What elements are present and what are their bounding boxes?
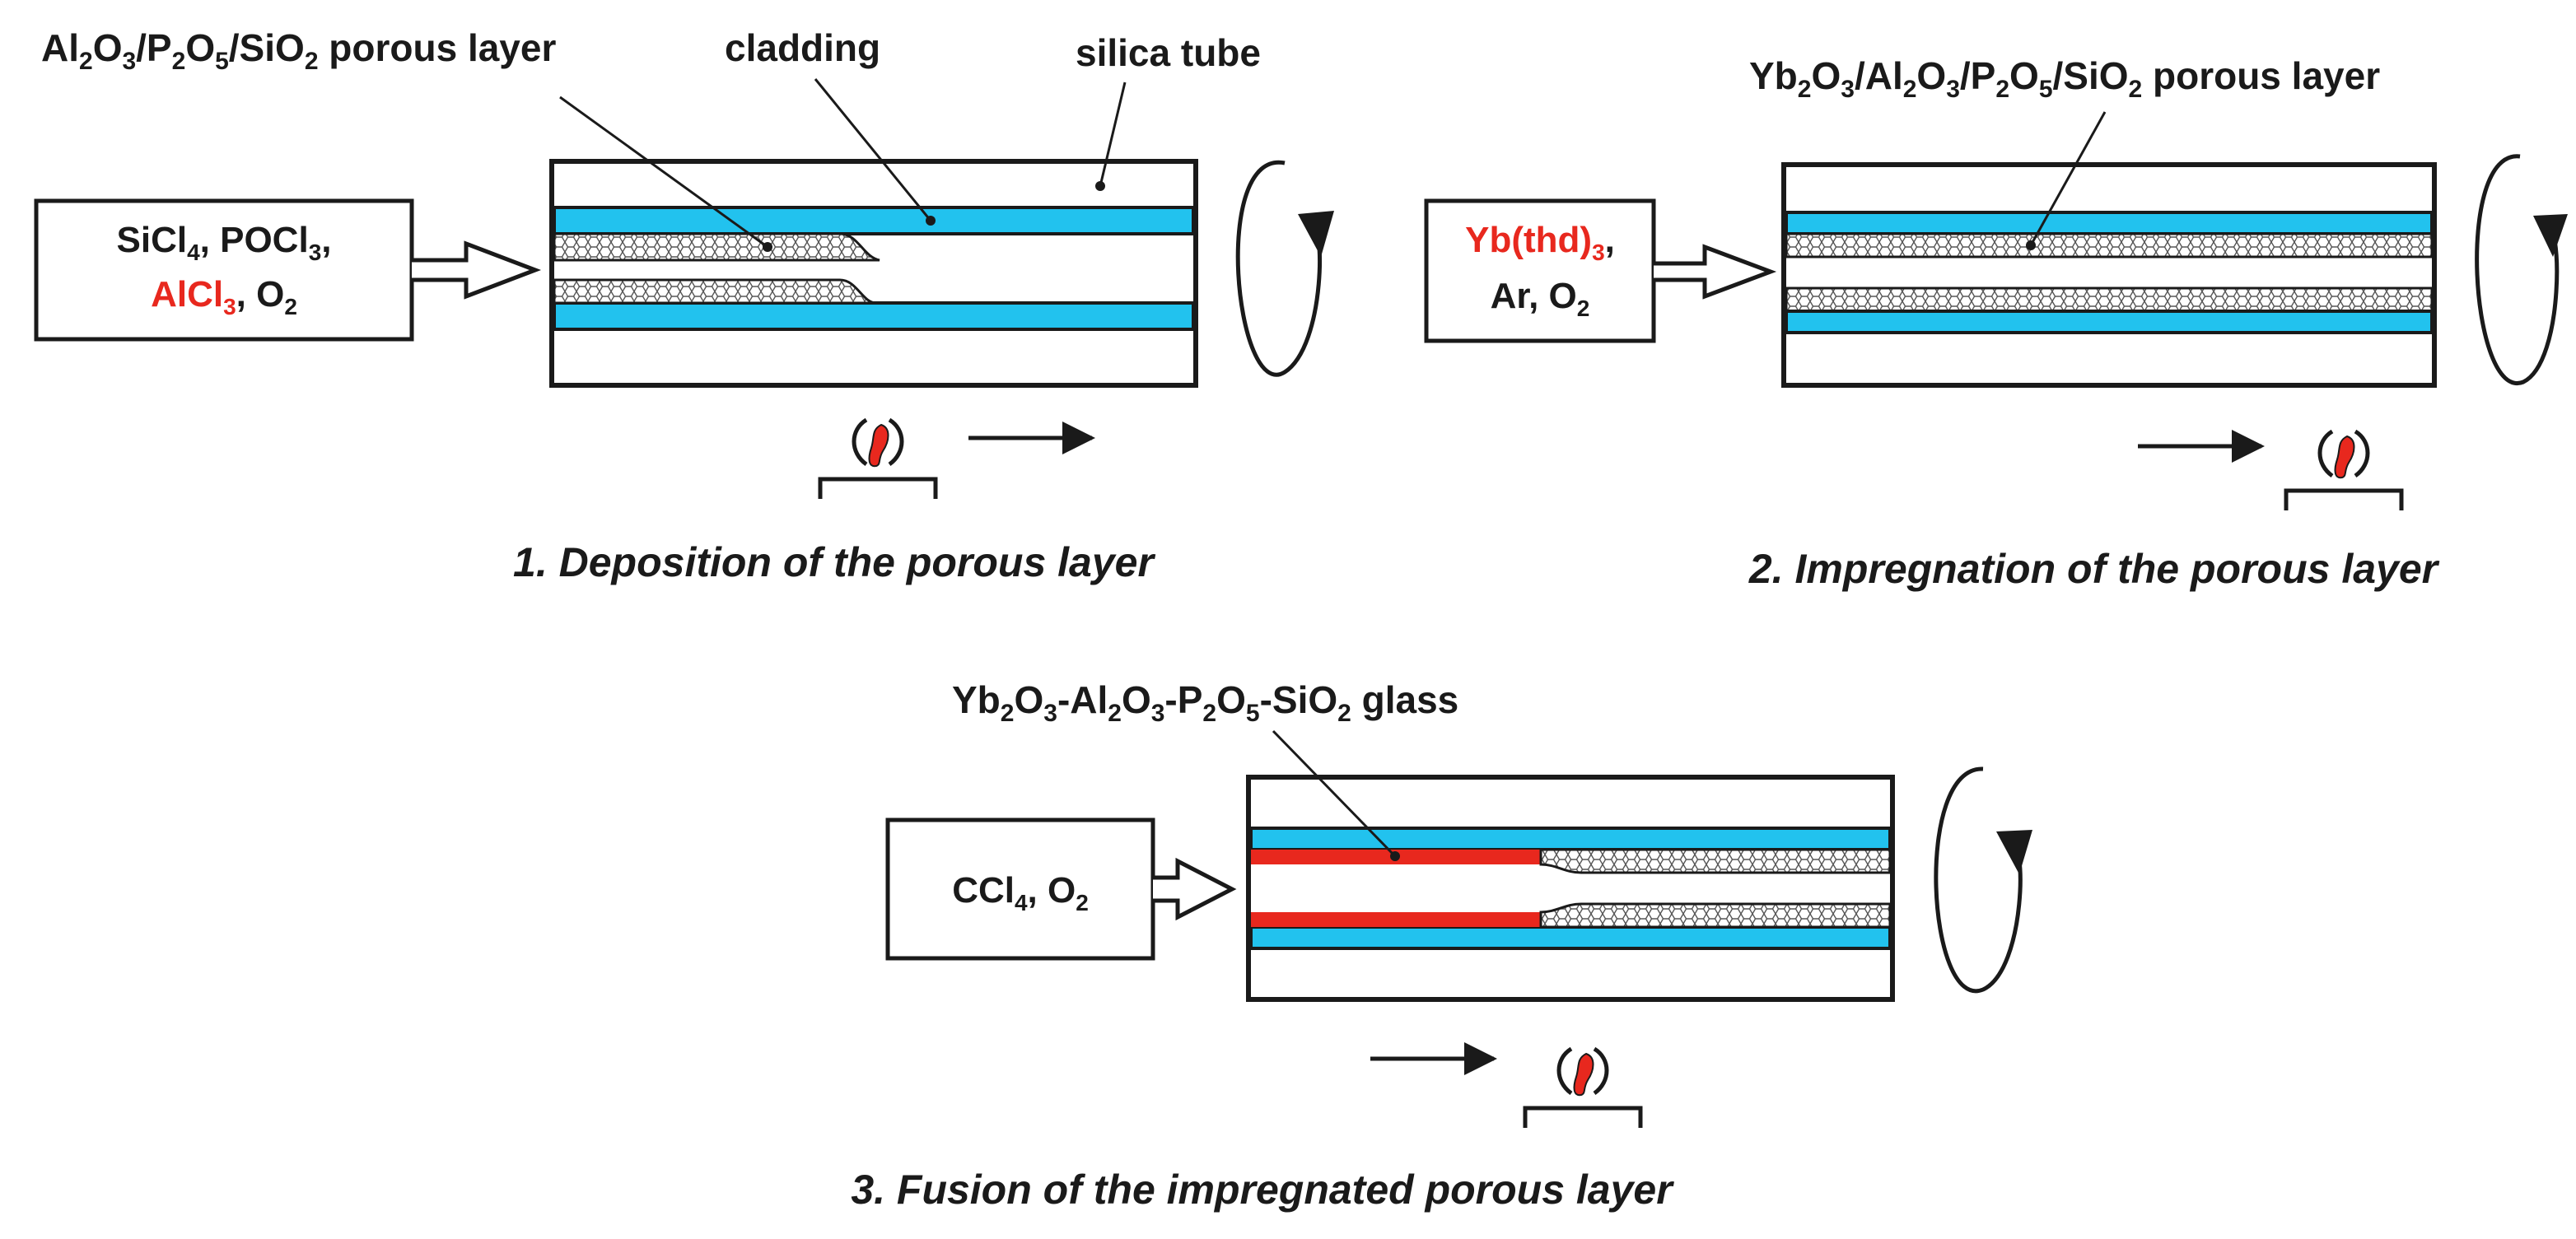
caption-step-2: 2. Impregnation of the porous layer [1748,546,2440,592]
rotation-arrowhead [1996,830,2032,874]
input-gas-box [1424,198,1656,343]
silica-tube [1781,162,2437,388]
input-line-1: Yb(thd)3, [1465,220,1615,265]
input-gas-box [34,198,414,342]
porous-layer-lower [1539,902,1892,929]
fused-glass-lower [1251,912,1541,927]
rotation-arrow [1934,766,2023,994]
label-porous-layer: Al2O3/P2O5/SiO2 porous layer [41,26,556,75]
panel-deposition: SiCl4, POCl3, AlCl3, O2 Al2O3/P2O5/SiO2 … [34,26,1334,585]
input-flow-arrow [412,240,542,300]
cladding-upper [1785,211,2434,235]
label-glass: Yb2O3-Al2O3-P2O5-SiO2 glass [952,678,1458,727]
rotation-arrow [1235,161,1322,377]
rotation-arrowhead [2533,214,2568,257]
label-porous-layer: Yb2O3/Al2O3/P2O5/SiO2 porous layer [1749,54,2380,103]
rotation-arrow [2475,154,2560,385]
label-silica-tube: silica tube [1076,31,1261,74]
caption-step-1: 1. Deposition of the porous layer [513,539,1155,585]
porous-layer-upper [1539,848,1892,874]
leader-porous [559,95,768,249]
porous-layer-lower [1785,286,2434,313]
cladding-lower [1249,925,1892,950]
input-line-2: Ar, O2 [1491,276,1590,321]
input-line-2: AlCl3, O2 [151,274,297,319]
panel-fusion: CCl4, O2 Yb2O3-Al2O3-P2O5-SiO2 glass 3. … [851,678,2032,1213]
leader-glass-dot [1390,851,1400,861]
cladding-upper [1249,827,1892,851]
rotation-arrowhead [1298,211,1334,257]
input-flow-arrow [1654,244,1777,300]
cladding-upper [553,206,1195,235]
leader-porous-dot [763,242,772,252]
leader-tube [1099,82,1127,187]
burner-flame-icon [2286,431,2401,510]
cladding-lower [1785,310,2434,334]
leader-tube-dot [1095,181,1105,191]
panel-impregnation: Yb(thd)3, Ar, O2 Yb2O3/Al2O3/P2O5/SiO2 p… [1424,54,2568,592]
input-line-1: SiCl4, POCl3, [117,220,332,265]
leader-glass [1272,729,1397,858]
leader-cladding-dot [926,216,936,226]
silica-tube [549,159,1198,388]
leader-cladding [814,78,932,221]
input-gas-box [885,817,1155,961]
input-flow-arrow [1153,857,1237,921]
burner-flame-icon [820,420,936,499]
leader-porous [2029,111,2107,246]
porous-layer-upper [1785,232,2434,259]
porous-layer-upper [553,232,880,262]
leader-porous-dot [2026,240,2036,250]
porous-layer-lower [553,278,880,305]
silica-tube [1246,775,1895,1002]
label-cladding: cladding [725,26,880,69]
burner-flame-icon [1525,1049,1640,1128]
input-line-1: CCl4, O2 [952,870,1089,915]
caption-step-3: 3. Fusion of the impregnated porous laye… [851,1167,1674,1213]
cladding-lower [553,301,1195,331]
